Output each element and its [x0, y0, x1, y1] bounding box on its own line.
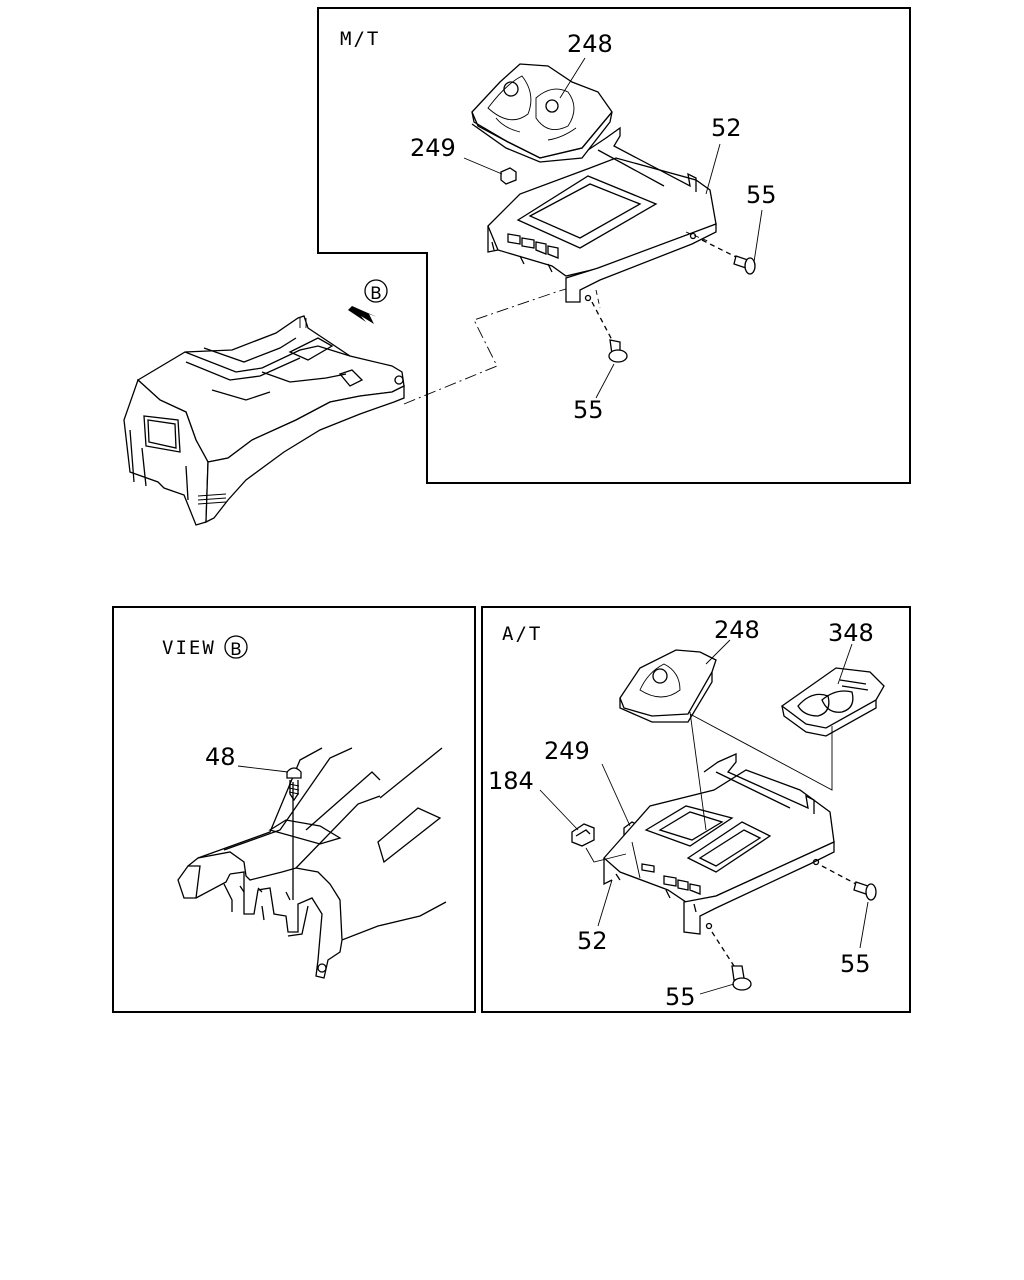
callout-at-184: 184 — [488, 767, 534, 795]
mt-frame — [317, 7, 911, 484]
view-b-screw-48 — [286, 767, 302, 900]
view-section-label: VIEW — [162, 637, 216, 659]
callout-mt-248: 248 — [567, 30, 613, 58]
view-b-console-underside — [177, 747, 447, 979]
leader-at-249 — [601, 763, 631, 827]
leader-at-55-right — [859, 901, 869, 949]
leader-mt-249 — [463, 157, 503, 175]
at-relation-lines — [689, 711, 833, 831]
callout-at-248: 248 — [714, 616, 760, 644]
console-body — [123, 315, 405, 526]
callout-view-48: 48 — [205, 743, 236, 771]
leader-at-348 — [837, 643, 853, 685]
leader-at-55-bottom — [699, 983, 735, 995]
at-bolt-55-bottom — [711, 931, 752, 991]
at-cup-holder-348 — [780, 667, 885, 737]
view-b-marker: B — [230, 640, 242, 660]
callout-at-52: 52 — [577, 927, 608, 955]
mt-bolt-55-right — [701, 239, 756, 275]
at-section-label: A/T — [502, 623, 542, 645]
mt-section-label: M/T — [340, 28, 380, 50]
mt-clip-249 — [500, 167, 517, 185]
view-b-circle — [224, 635, 248, 659]
callout-mt-55-bottom: 55 — [573, 396, 604, 424]
view-direction-arrow-icon — [348, 306, 377, 324]
leader-mt-55-right — [753, 209, 763, 263]
leader-view-48 — [237, 765, 289, 773]
mt-shift-boot-248 — [471, 63, 613, 163]
at-bolt-55-right — [821, 865, 877, 901]
at-console-panel-52 — [603, 752, 835, 935]
callout-mt-52: 52 — [711, 114, 742, 142]
mt-bolt-55-bottom — [591, 301, 628, 363]
at-switch-184-detail — [575, 829, 591, 837]
arrow-b-marker: B — [370, 284, 382, 304]
callout-at-55-right: 55 — [840, 950, 871, 978]
callout-at-348: 348 — [828, 619, 874, 647]
mt-console-panel-52 — [487, 126, 717, 309]
leader-mt-52 — [705, 143, 721, 195]
leader-mt-248 — [559, 57, 586, 99]
callout-mt-55-right: 55 — [746, 181, 777, 209]
at-shift-boot-248 — [619, 649, 717, 723]
at-frame — [481, 606, 911, 1013]
view-b-frame — [112, 606, 476, 1013]
leader-at-248 — [705, 639, 731, 665]
arrow-b-circle — [364, 279, 388, 303]
leader-at-52 — [597, 879, 613, 927]
callout-at-249: 249 — [544, 737, 590, 765]
mt-relation-line — [403, 285, 577, 405]
leader-mt-55-bottom — [595, 363, 615, 399]
leader-at-184 — [539, 789, 579, 831]
at-clip-lines — [585, 841, 641, 879]
callout-mt-249: 249 — [410, 134, 456, 162]
callout-at-55-bottom: 55 — [665, 983, 696, 1011]
